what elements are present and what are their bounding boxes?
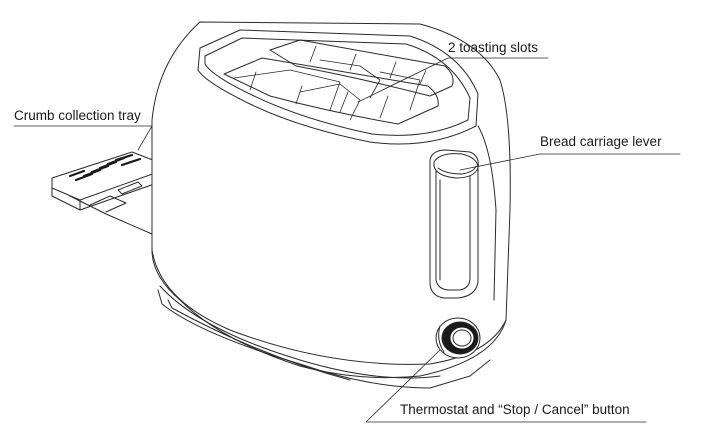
bread-carriage-lever	[429, 149, 479, 299]
label-thermostat-button: Thermostat and “Stop / Cancel” button	[400, 402, 630, 417]
label-crumb-tray: Crumb collection tray	[14, 108, 141, 123]
thermostat-dial	[435, 317, 481, 359]
label-bread-carriage-lever: Bread carriage lever	[540, 134, 662, 149]
leader-lines	[13, 57, 681, 423]
crumb-tray	[51, 151, 165, 235]
label-toasting-slots: 2 toasting slots	[448, 40, 539, 55]
toaster-body	[151, 21, 511, 389]
